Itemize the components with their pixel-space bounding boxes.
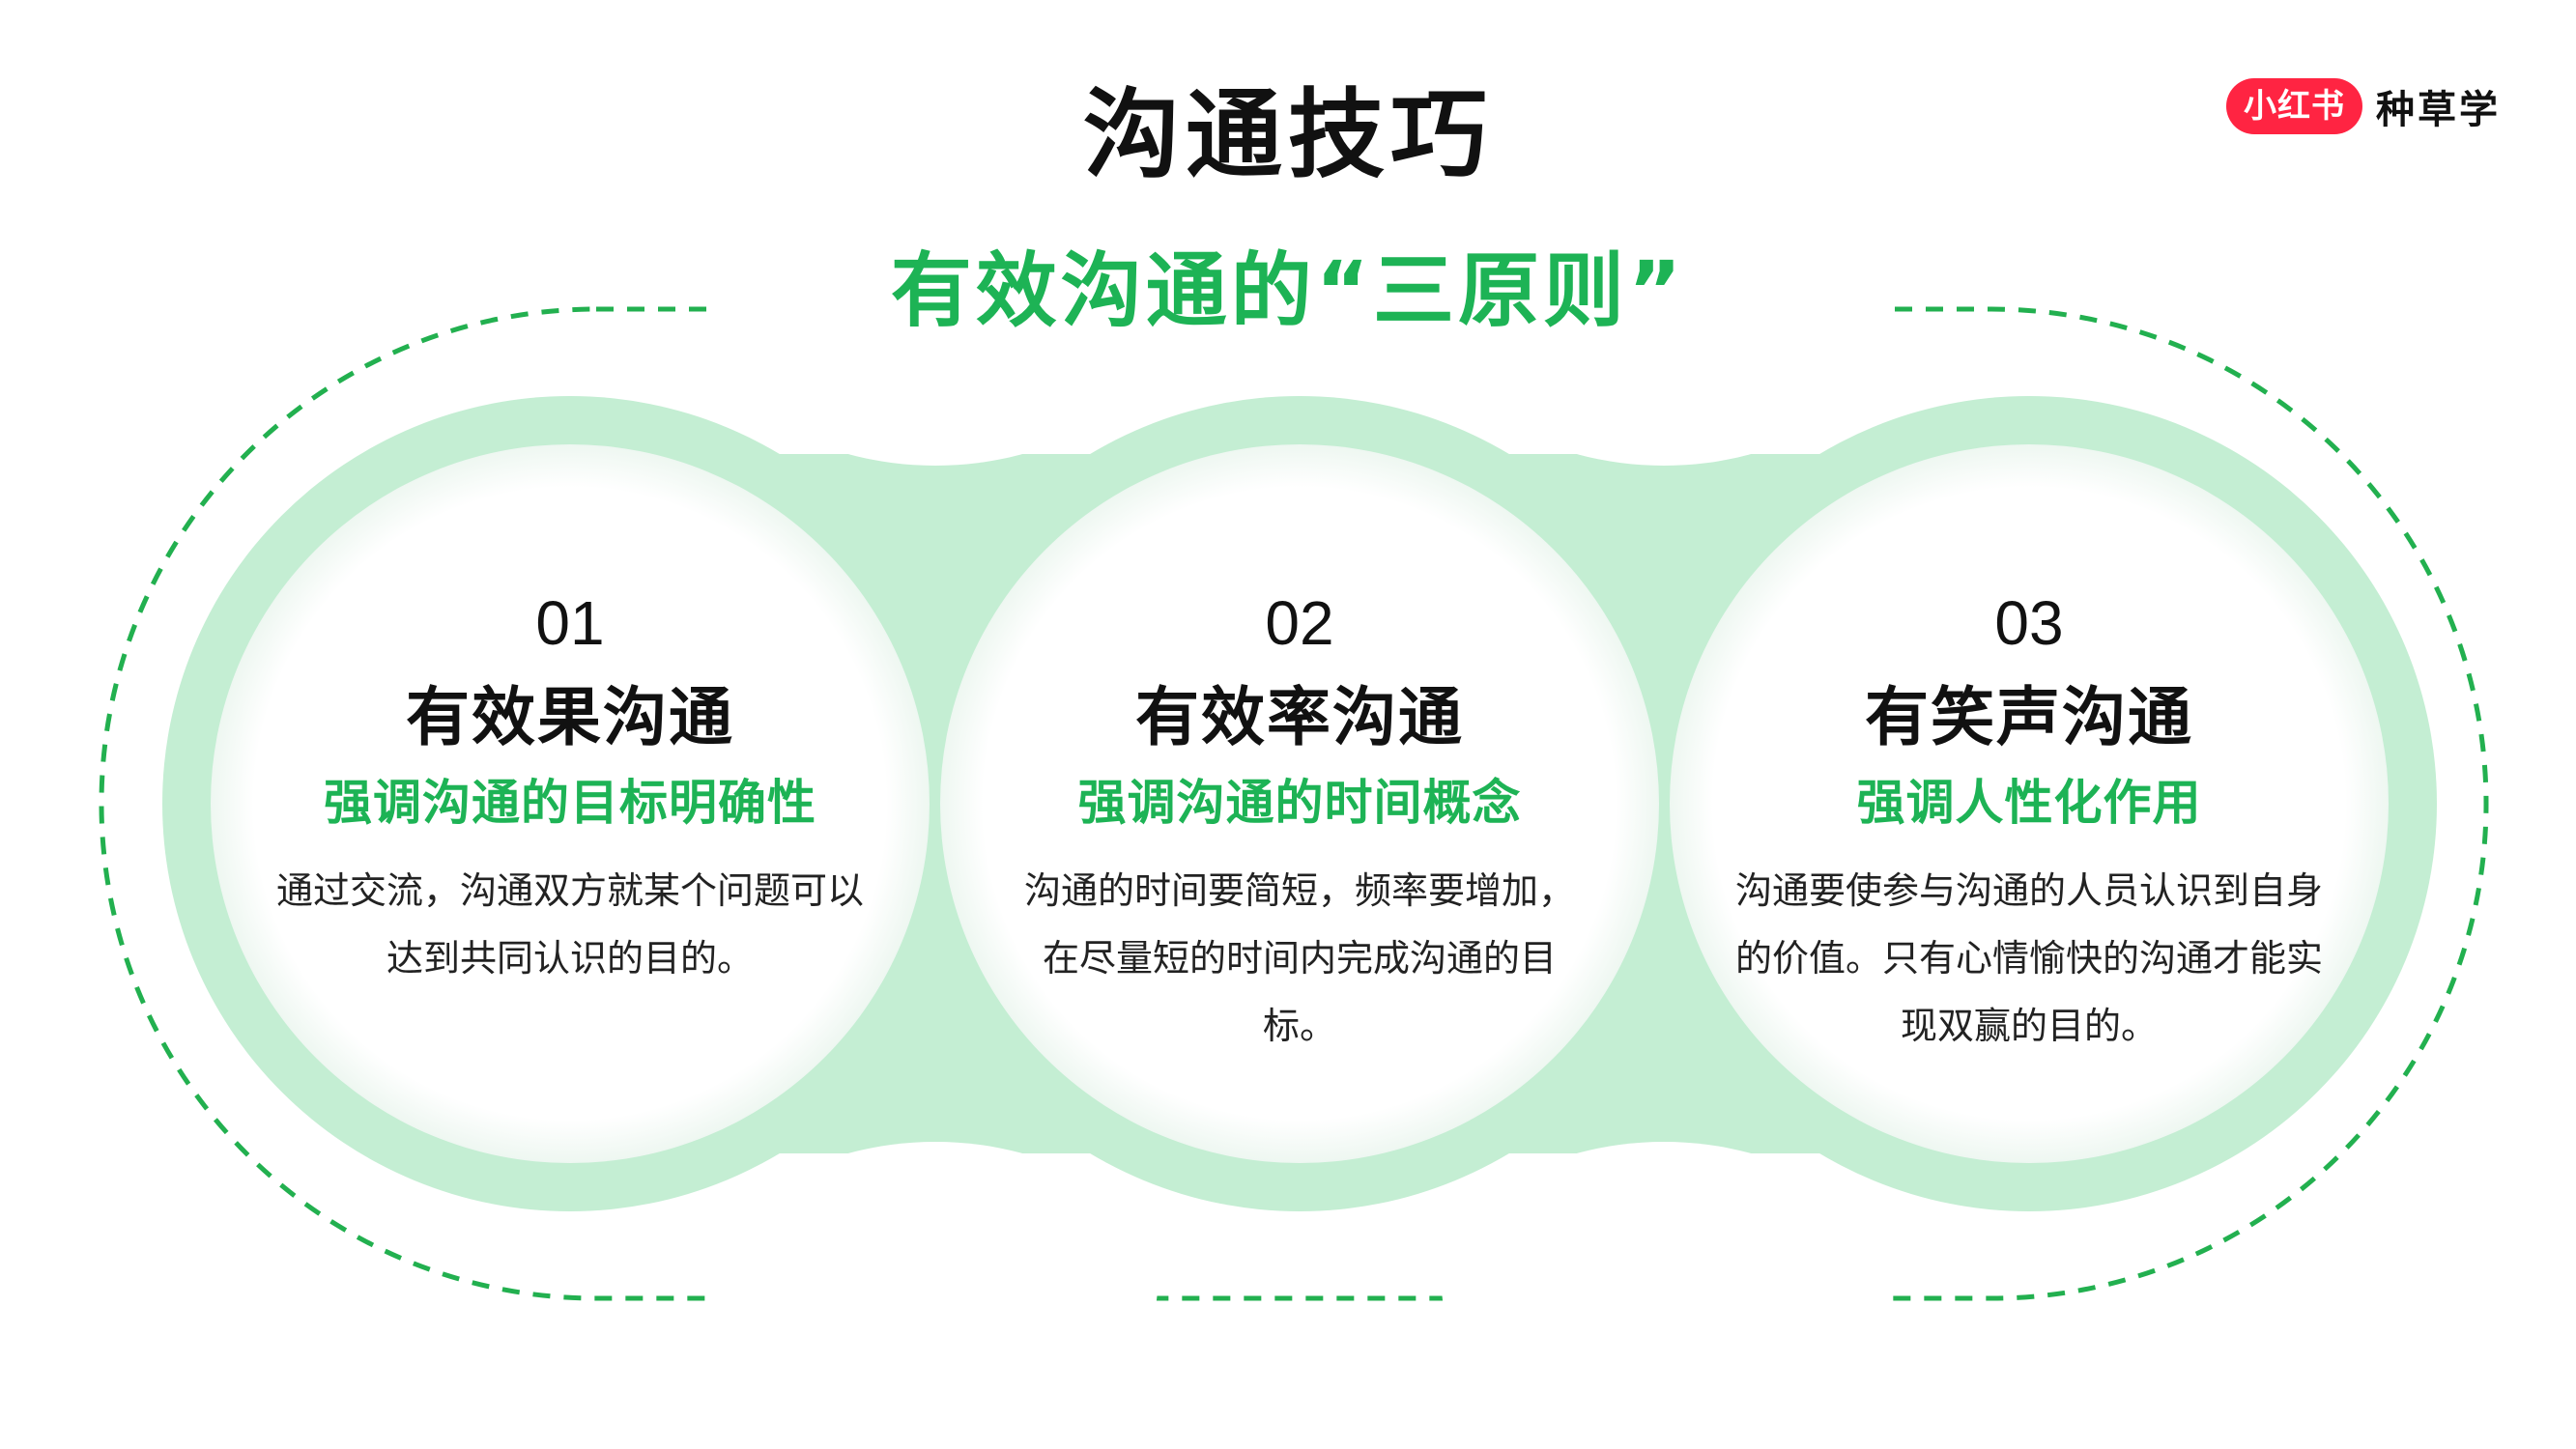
circle-3 [1670, 444, 2389, 1163]
principle-description: 沟通的时间要简短，频率要增加，在尽量短的时间内完成沟通的目标。 [1023, 869, 1575, 1047]
circle-2 [940, 444, 1659, 1163]
principle-number: 01 [535, 588, 605, 658]
principle-card-1: 01 有效果沟通 强调沟通的目标明确性 通过交流，沟通双方就某个问题可以达到共同… [188, 584, 952, 992]
principle-number: 02 [1265, 588, 1334, 658]
principle-subtitle: 强调人性化作用 [1856, 775, 2202, 831]
principle-title: 有效率沟通 [1135, 680, 1464, 754]
page-title: 沟通技巧 [1083, 78, 1493, 191]
principle-card-3: 03 有笑声沟通 强调人性化作用 沟通要使参与沟通的人员认识到自身的价值。只有心… [1647, 584, 2411, 1060]
brand-badge: 小红书 [2226, 78, 2362, 134]
circle-1 [211, 444, 930, 1163]
brand-text: 种草学 [2376, 88, 2501, 132]
principle-description: 沟通要使参与沟通的人员认识到自身的价值。只有心情愉快的沟通才能实现双赢的目的。 [1734, 869, 2323, 1047]
principle-title: 有效果沟通 [406, 680, 734, 754]
brand-logo: 小红书 种草学 [2226, 75, 2501, 137]
principle-description: 通过交流，沟通双方就某个问题可以达到共同认识的目的。 [275, 869, 864, 980]
principle-title: 有笑声沟通 [1865, 680, 2193, 754]
subtitle-text: 有效沟通的“三原则” [857, 238, 1719, 344]
principle-number: 03 [1994, 588, 2064, 658]
principle-subtitle: 强调沟通的目标明确性 [324, 775, 816, 831]
principle-subtitle: 强调沟通的时间概念 [1077, 775, 1522, 831]
principle-card-2: 02 有效率沟通 强调沟通的时间概念 沟通的时间要简短，频率要增加，在尽量短的时… [918, 584, 1681, 1060]
section-subtitle: 有效沟通的“三原则” [0, 238, 2576, 344]
